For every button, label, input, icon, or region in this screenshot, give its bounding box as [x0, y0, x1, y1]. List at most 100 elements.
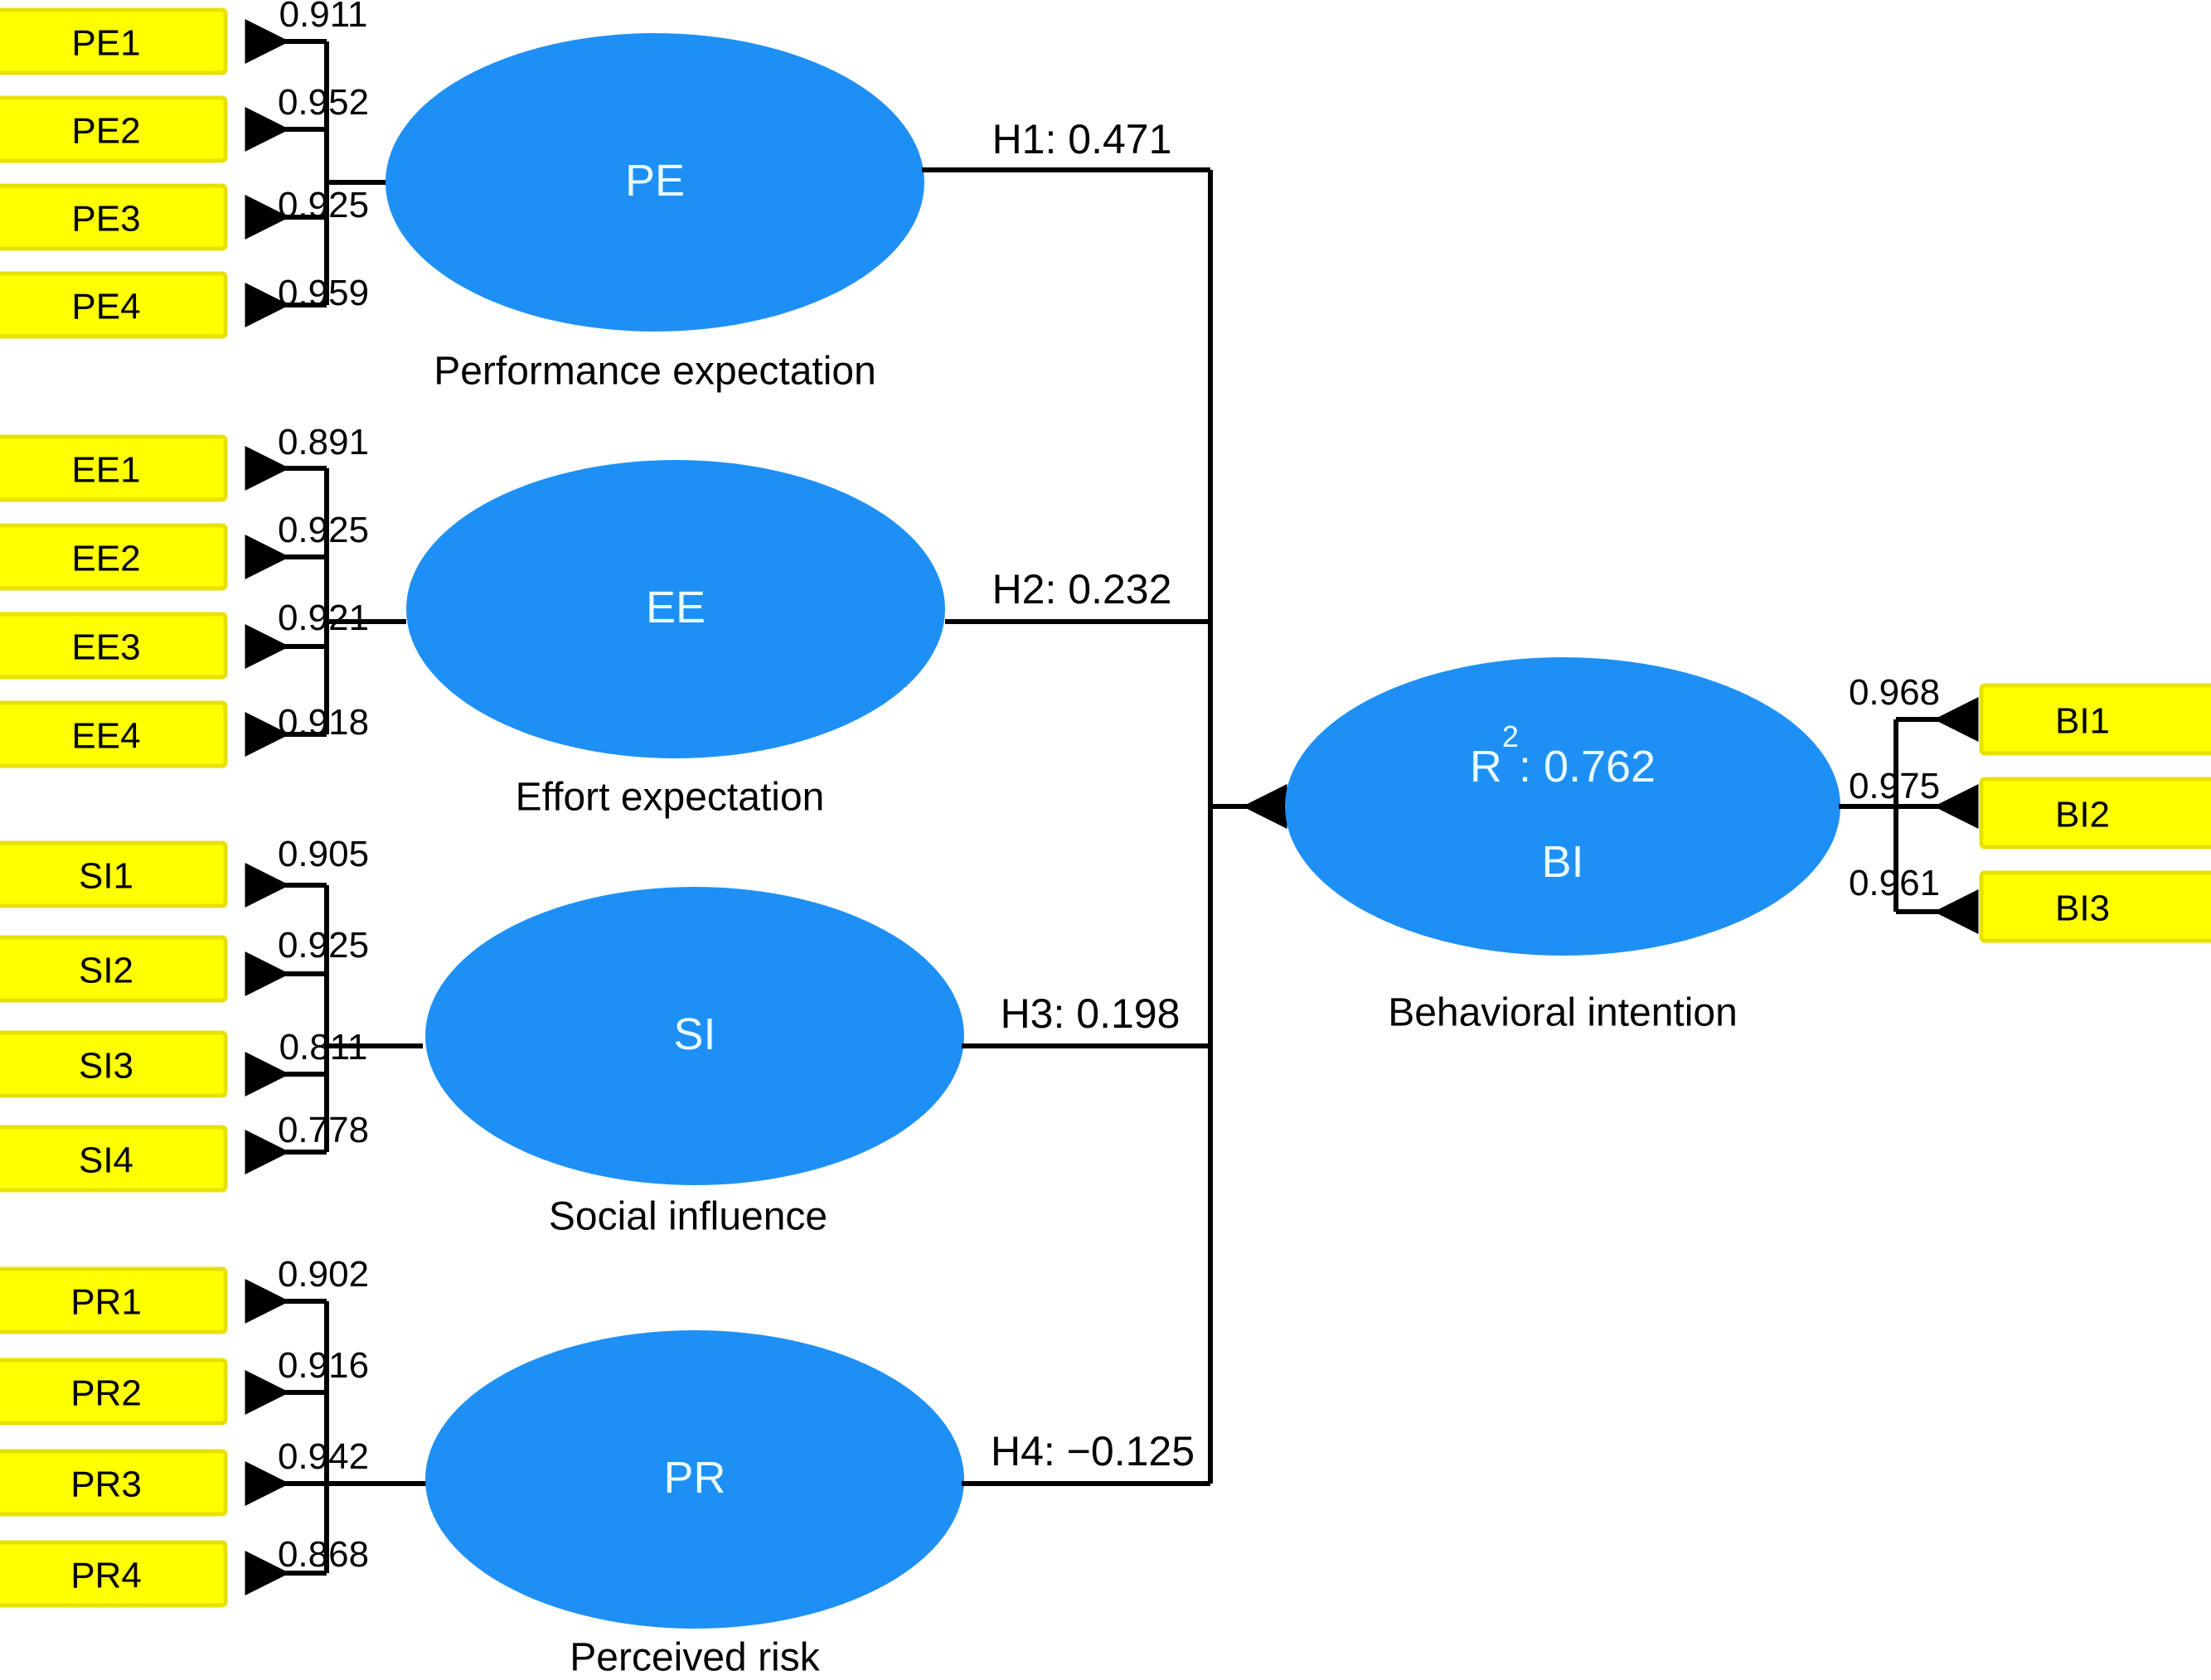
indicator-label: BI1 — [2055, 701, 2110, 742]
indicator-PR4[interactable]: PR4 — [0, 1540, 228, 1608]
structural-paths: H1: 0.471 H2: 0.232 H3: 0.198 H4: −0.125 — [922, 116, 1287, 1486]
indicator-EE3[interactable]: EE3 — [0, 612, 228, 680]
loading-label-EE3: 0.921 — [278, 598, 369, 638]
indicator-box[interactable] — [0, 95, 228, 163]
path-label-H4: H4: −0.125 — [991, 1428, 1195, 1474]
loading-label-SI2: 0.925 — [278, 925, 369, 966]
loading-label-PR2: 0.916 — [278, 1345, 369, 1386]
construct-abbrev-SI: SI — [673, 1009, 715, 1059]
indicator-BI2[interactable]: BI2 — [1979, 777, 2211, 850]
indicator-label: SI3 — [79, 1046, 133, 1087]
construct-r2-BI: R2: 0.762 — [1470, 719, 1656, 792]
indicator-PR1[interactable]: PR1 — [0, 1266, 228, 1334]
construct-group-PR: PR1 PR2 PR3 PR4 0.902 0.916 0.942 0.868 … — [0, 1254, 964, 1680]
indicator-label: EE2 — [71, 539, 140, 579]
indicator-PR3[interactable]: PR3 — [0, 1449, 228, 1517]
indicator-label: PR3 — [70, 1465, 142, 1505]
indicator-SI4[interactable]: SI4 — [0, 1125, 228, 1193]
indicator-box[interactable] — [0, 434, 228, 502]
indicator-label: BI3 — [2055, 888, 2110, 929]
construct-group-PE: PE1 PE2 PE3 PE4 0.911 0.952 0.925 0.959 … — [0, 0, 924, 394]
construct-caption-EE: Effort expectation — [516, 776, 825, 820]
indicator-box[interactable] — [0, 183, 228, 251]
path-label-H1: H1: 0.471 — [992, 116, 1172, 162]
indicator-label: PR4 — [70, 1556, 142, 1596]
indicator-PE1[interactable]: PE1 — [0, 7, 228, 75]
loading-label-EE2: 0.925 — [278, 510, 369, 550]
construct-node-EE[interactable] — [406, 460, 945, 758]
indicator-SI1[interactable]: SI1 — [0, 840, 228, 908]
indicator-label: PE3 — [71, 199, 140, 240]
indicator-box[interactable] — [0, 1358, 228, 1426]
loading-label-BI1: 0.968 — [1849, 672, 1940, 713]
indicator-label: PR2 — [70, 1373, 142, 1414]
indicator-label: SI2 — [79, 951, 133, 991]
indicator-label: PE4 — [71, 287, 140, 327]
indicator-box[interactable] — [0, 523, 228, 591]
loading-label-SI1: 0.905 — [278, 834, 369, 874]
loading-label-PE3: 0.925 — [278, 185, 369, 225]
construct-group-SI: SI1 SI2 SI3 SI4 0.905 0.925 0.811 0.778 … — [0, 834, 964, 1239]
indicator-SI3[interactable]: SI3 — [0, 1030, 228, 1098]
indicator-label: EE3 — [71, 627, 140, 668]
indicator-box[interactable] — [1979, 870, 2211, 943]
indicator-box[interactable] — [0, 700, 228, 768]
indicator-label: PR1 — [70, 1282, 142, 1323]
indicator-label: EE1 — [71, 450, 140, 491]
construct-node-PR[interactable] — [425, 1330, 964, 1629]
indicator-BI1[interactable]: BI1 — [1979, 683, 2211, 756]
indicator-box[interactable] — [0, 1449, 228, 1517]
indicator-box[interactable] — [1979, 683, 2211, 756]
construct-node-BI[interactable] — [1285, 657, 1840, 956]
indicator-PR2[interactable]: PR2 — [0, 1358, 228, 1426]
construct-group-EE: EE1 EE2 EE3 EE4 0.891 0.925 0.921 0.918 … — [0, 422, 945, 820]
indicator-box[interactable] — [0, 1540, 228, 1608]
indicator-EE1[interactable]: EE1 — [0, 434, 228, 502]
loading-label-SI3: 0.811 — [279, 1027, 368, 1068]
loading-label-EE4: 0.918 — [278, 702, 369, 743]
indicator-box[interactable] — [0, 935, 228, 1003]
loading-label-SI4: 0.778 — [278, 1110, 369, 1150]
indicator-PE3[interactable]: PE3 — [0, 183, 228, 251]
indicator-BI3[interactable]: BI3 — [1979, 870, 2211, 943]
loading-label-PR1: 0.902 — [278, 1254, 369, 1295]
indicator-PE4[interactable]: PE4 — [0, 271, 228, 339]
path-label-H2: H2: 0.232 — [992, 566, 1172, 612]
construct-caption-PE: Performance expectation — [434, 350, 876, 394]
construct-abbrev-BI: BI — [1541, 837, 1583, 887]
indicator-label: PE1 — [71, 23, 140, 64]
construct-node-SI[interactable] — [425, 887, 964, 1185]
construct-node-PE[interactable] — [385, 33, 924, 332]
indicator-box[interactable] — [1979, 777, 2211, 850]
loading-label-PR4: 0.868 — [278, 1534, 369, 1575]
indicator-PE2[interactable]: PE2 — [0, 95, 228, 163]
loading-label-PE4: 0.959 — [278, 273, 369, 313]
indicator-box[interactable] — [0, 1030, 228, 1098]
loading-label-PR3: 0.942 — [278, 1436, 369, 1477]
indicator-box[interactable] — [0, 612, 228, 680]
indicator-EE4[interactable]: EE4 — [0, 700, 228, 768]
loading-label-EE1: 0.891 — [278, 422, 369, 462]
loading-label-BI3: 0.961 — [1849, 863, 1940, 903]
loading-label-PE1: 0.911 — [279, 0, 368, 35]
construct-caption-BI: Behavioral intention — [1388, 991, 1738, 1035]
indicator-box[interactable] — [0, 1125, 228, 1193]
indicator-box[interactable] — [0, 840, 228, 908]
construct-caption-SI: Social influence — [549, 1195, 827, 1239]
indicator-label: SI4 — [79, 1140, 133, 1181]
indicator-box[interactable] — [0, 7, 228, 75]
indicator-SI2[interactable]: SI2 — [0, 935, 228, 1003]
indicator-box[interactable] — [0, 271, 228, 339]
construct-abbrev-PR: PR — [663, 1453, 725, 1503]
construct-abbrev-EE: EE — [646, 583, 705, 632]
indicator-EE2[interactable]: EE2 — [0, 523, 228, 591]
indicator-box[interactable] — [0, 1266, 228, 1334]
construct-abbrev-PE: PE — [625, 156, 685, 206]
indicator-label: SI1 — [79, 856, 133, 897]
construct-group-BI: R2: 0.762 BI Behavioral intention BI1 BI… — [1285, 657, 2211, 1035]
loading-label-BI2: 0.975 — [1849, 766, 1940, 806]
path-label-H3: H3: 0.198 — [1001, 990, 1181, 1037]
